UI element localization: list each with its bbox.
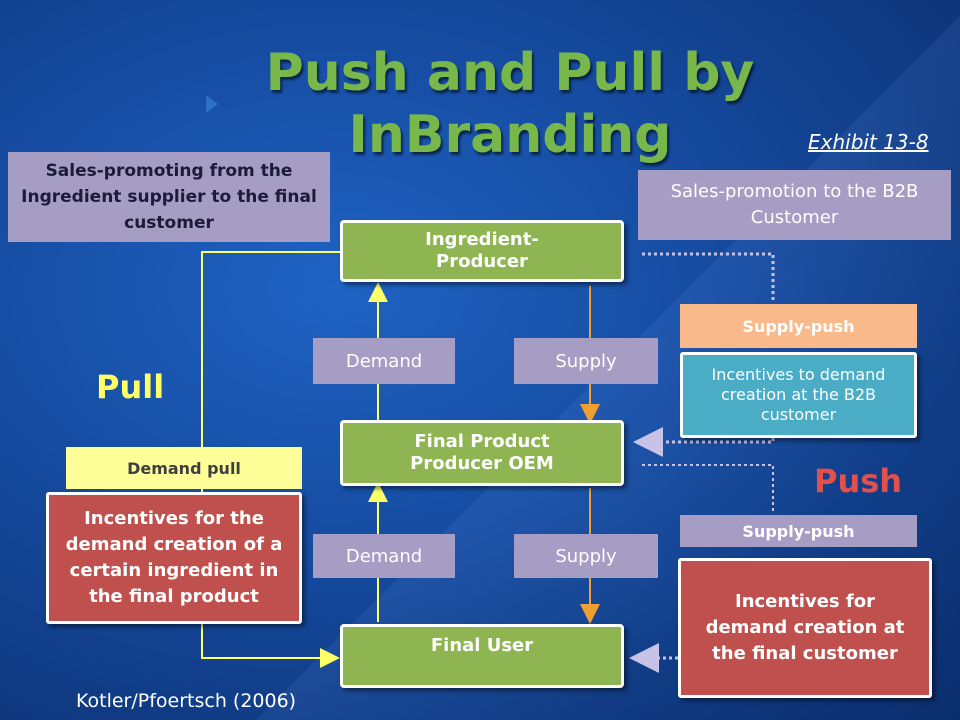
push-label: Push (814, 462, 903, 500)
sales-promotion-box: Sales-promotion to the B2B Customer (638, 170, 951, 240)
dotted-connector-mid2 (642, 464, 774, 512)
title-bullet-icon (206, 95, 218, 113)
b2b-incentives-box: Incentives to demand creation at the B2B… (680, 352, 917, 438)
supply-label-bottom: Supply (514, 534, 658, 578)
pull-label: Pull (96, 368, 165, 406)
dotted-connector-top (642, 252, 775, 300)
exhibit-label: Exhibit 13-8 (808, 130, 929, 154)
final-product-producer-box: Final Product Producer OEM (340, 420, 624, 486)
dotted-connector-mid (633, 427, 775, 457)
supply-push-top-box: Supply-push (680, 304, 917, 348)
demand-pull-box: Demand pull (66, 447, 302, 489)
final-user-box: Final User (340, 624, 624, 688)
demand-label-bottom: Demand (313, 534, 455, 578)
sales-promoting-box: Sales-promoting from the Ingredient supp… (8, 152, 330, 242)
slide-title: Push and Pull by InBranding (265, 43, 755, 165)
citation: Kotler/Pfoertsch (2006) (76, 690, 297, 712)
final-customer-incentives-box: Incentives for demand creation at the fi… (678, 558, 932, 698)
supply-label-top: Supply (514, 338, 658, 384)
supply-push-bottom-box: Supply-push (680, 515, 917, 547)
ingredient-producer-box: Ingredient-Producer (340, 220, 624, 282)
ingredient-incentives-box: Incentives for the demand creation of a … (46, 492, 302, 624)
demand-label-top: Demand (313, 338, 455, 384)
